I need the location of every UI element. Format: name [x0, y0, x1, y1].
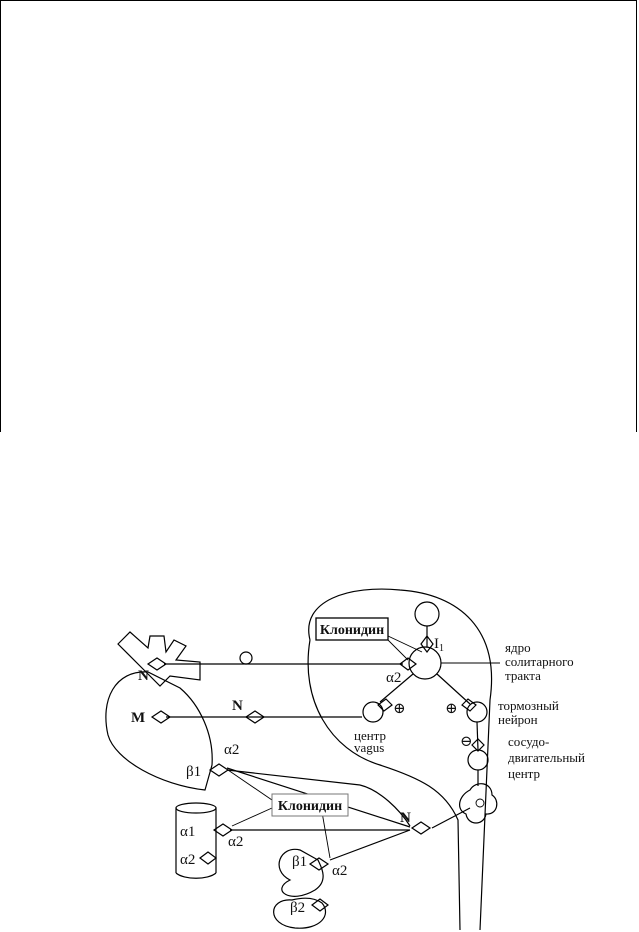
- receptor-alpha1-vessel: [212, 823, 234, 837]
- receptor-n-heart: [146, 657, 168, 671]
- receptor-inhib: [461, 698, 477, 712]
- spinal-cluster-core: [475, 798, 485, 808]
- inhib-label-2: нейрон: [498, 712, 538, 727]
- m-label: M: [131, 710, 145, 726]
- spinal-cluster: [459, 783, 498, 824]
- receptor-i1: [420, 635, 434, 653]
- clonidine-label-top: Клонидин: [320, 623, 384, 638]
- vagus-label-1: центр: [354, 728, 386, 743]
- nucleus-to-inhib: [436, 673, 471, 705]
- receptor-m: [150, 710, 172, 724]
- vessel-body: [175, 808, 217, 873]
- receptor-beta1-kidney: [308, 857, 330, 871]
- alpha2-vessel-label-b: α2: [180, 852, 195, 868]
- vessel-top: [175, 802, 217, 814]
- inhib-label-1: тормозный: [498, 698, 559, 713]
- n-heart-label: N: [138, 668, 149, 684]
- cns-outline: [308, 588, 492, 931]
- plus-vagus-sign: ⊕: [393, 701, 406, 717]
- beta1-kidney-label: β1: [292, 854, 307, 870]
- receptor-n-vagal: [244, 710, 266, 724]
- callout-top-a: [387, 639, 409, 661]
- callout-top-b: [387, 635, 423, 653]
- heart-shape: [105, 671, 213, 791]
- nucleus-label-1: ядро: [505, 640, 531, 655]
- symp-curve-joint: [359, 784, 411, 827]
- nucleus-to-vagus: [379, 673, 414, 703]
- spinal-to-n: [431, 807, 471, 829]
- minus-vaso-sign: ⊖: [460, 734, 473, 750]
- vessel-bottom: [175, 872, 217, 879]
- symp-to-kidney: [329, 829, 411, 861]
- nucleus-label-3: тракта: [505, 668, 541, 683]
- nucleus-label-2: солитарного: [505, 654, 574, 669]
- receptor-alpha2-center: [399, 657, 417, 671]
- inhib-circle: [466, 701, 488, 723]
- receptor-alpha2-vessel: [199, 851, 217, 865]
- vaso-label-2: двигательный: [508, 750, 585, 765]
- vagus-circle: [362, 701, 384, 723]
- plus-inhib-sign: ⊕: [445, 701, 458, 717]
- vaso-label-3: центр: [508, 766, 540, 781]
- vagus-label-2: vagus: [354, 740, 384, 755]
- alpha2-kidney-label: α2: [332, 863, 347, 879]
- receptor-vagus: [377, 698, 393, 712]
- kidney-lower: [273, 897, 327, 929]
- i1-neuron: [414, 601, 440, 627]
- i1-label: I1: [434, 636, 444, 654]
- receptor-vaso: [471, 738, 485, 752]
- callout-kidney: [321, 811, 331, 859]
- top-frame: [0, 0, 637, 432]
- beta1-heart-label: β1: [186, 764, 201, 780]
- symp-heart-curve: [226, 769, 361, 786]
- kidney-upper: [278, 848, 324, 897]
- callout-heart: [227, 769, 273, 801]
- inhib-to-vaso: [476, 721, 479, 751]
- receptor-beta2-kidney: [311, 898, 329, 912]
- alpha2-center-label: α2: [386, 670, 401, 686]
- ganglion-circle: [239, 651, 253, 665]
- vaso-label-1: сосудо-: [508, 734, 549, 749]
- n-spinal-label: N: [400, 810, 411, 826]
- beta2-kidney-label: β2: [290, 900, 305, 916]
- clonidine-box-mid: [271, 793, 349, 817]
- cns-outline-inner: [307, 639, 461, 931]
- vaso-circle: [467, 749, 489, 771]
- aorta-shape: [117, 631, 201, 687]
- clonidine-label-mid: Клонидин: [278, 799, 342, 814]
- alpha1-vessel-label: α1: [180, 824, 195, 840]
- n-vagal-label: N: [232, 698, 243, 714]
- clonidine-box-top: [315, 617, 389, 641]
- callout-vessel: [231, 807, 273, 827]
- receptor-beta1-heart: [208, 763, 230, 777]
- alpha2-heart-label: α2: [224, 742, 239, 758]
- receptor-n-spinal: [410, 821, 432, 835]
- alpha2-vessel-label-a: α2: [228, 834, 243, 850]
